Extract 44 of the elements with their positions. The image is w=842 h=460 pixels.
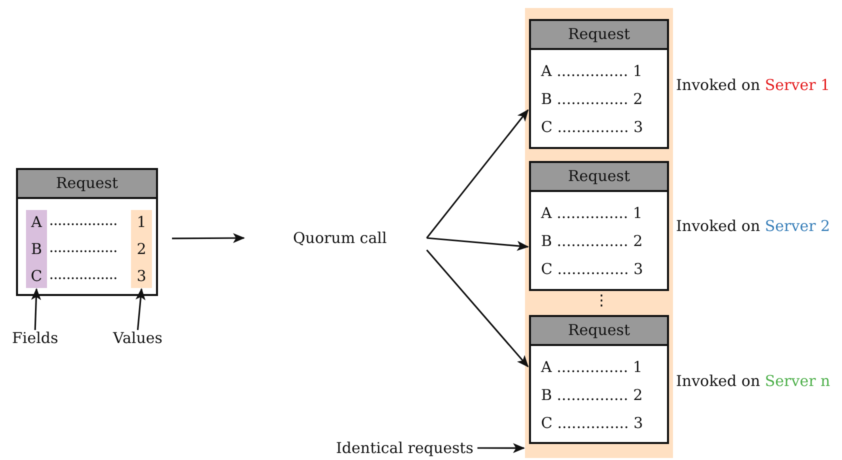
- arrow: [426, 249, 529, 368]
- arrow: [172, 233, 245, 244]
- field-row: A ............... 1: [541, 61, 642, 81]
- field-value: 1: [136, 212, 148, 232]
- highlight-band: [525, 8, 673, 458]
- field-row: B ............... 2: [541, 231, 643, 251]
- server-caption: Invoked on Server 1: [676, 75, 830, 95]
- request-card: [529, 19, 669, 149]
- field-value: 3: [136, 266, 148, 286]
- field-name: B: [30, 239, 44, 259]
- server-caption: Invoked on Server 2: [676, 216, 830, 236]
- ellipsis-mark: ⋮: [594, 290, 609, 310]
- field-row: C ............... 3: [541, 413, 644, 433]
- field-row: A ............... 1: [541, 357, 642, 377]
- text-label: Values: [113, 328, 162, 348]
- field-row: A ............... 1: [541, 203, 642, 223]
- text-label: Identical requests: [336, 438, 474, 458]
- field-row: B ............... 2: [541, 385, 643, 405]
- card-title: Request: [531, 163, 667, 192]
- value-column: [131, 210, 152, 288]
- arrow: [31, 288, 42, 330]
- request-card: [16, 168, 158, 296]
- card-title: Request: [531, 21, 667, 50]
- field-row: ................: [49, 237, 118, 257]
- arrow: [426, 237, 529, 251]
- request-card: [529, 315, 669, 444]
- arrow: [426, 109, 529, 238]
- field-row: ................: [49, 264, 118, 284]
- arrow: [136, 288, 146, 330]
- field-name: C: [30, 266, 44, 286]
- field-column: [26, 210, 47, 288]
- server-caption: Invoked on Server n: [676, 371, 830, 391]
- request-card: [529, 161, 669, 291]
- field-row: ................: [49, 210, 118, 230]
- field-name: A: [30, 212, 44, 232]
- card-title: Request: [18, 170, 156, 199]
- field-value: 2: [136, 239, 148, 259]
- text-label: Quorum call: [293, 228, 387, 248]
- arrow: [477, 443, 525, 454]
- text-label: Fields: [12, 328, 58, 348]
- card-title: Request: [531, 317, 667, 346]
- field-row: C ............... 3: [541, 117, 644, 137]
- field-row: C ............... 3: [541, 259, 644, 279]
- field-row: B ............... 2: [541, 89, 643, 109]
